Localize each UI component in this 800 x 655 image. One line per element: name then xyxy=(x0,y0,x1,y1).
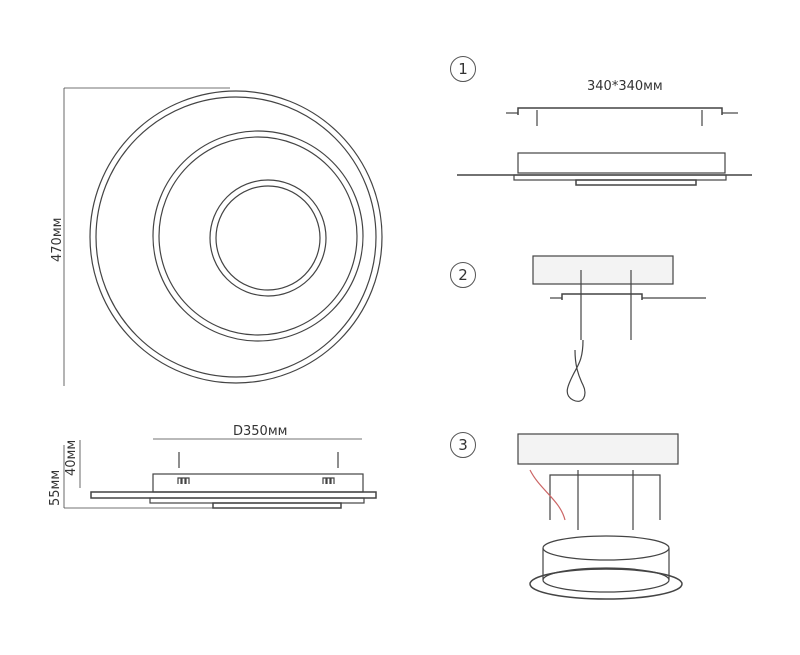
step-1-number: 1 xyxy=(450,56,476,82)
step1-drawing xyxy=(457,107,752,186)
side-view-drawing xyxy=(63,438,377,509)
side-view-total-height-label: 55мм xyxy=(48,469,63,506)
step3-drawing xyxy=(517,433,683,600)
top-view-rings xyxy=(63,87,383,386)
top-view-height-label: 470мм xyxy=(50,217,65,262)
step-1-dimension-label: 340*340мм xyxy=(587,79,663,94)
step-2-number: 2 xyxy=(450,262,476,288)
step2-drawing xyxy=(532,255,706,402)
side-view-body-height-label: 40мм xyxy=(64,439,79,476)
step-3-number: 3 xyxy=(450,432,476,458)
side-view-diameter-label: D350мм xyxy=(233,424,288,439)
